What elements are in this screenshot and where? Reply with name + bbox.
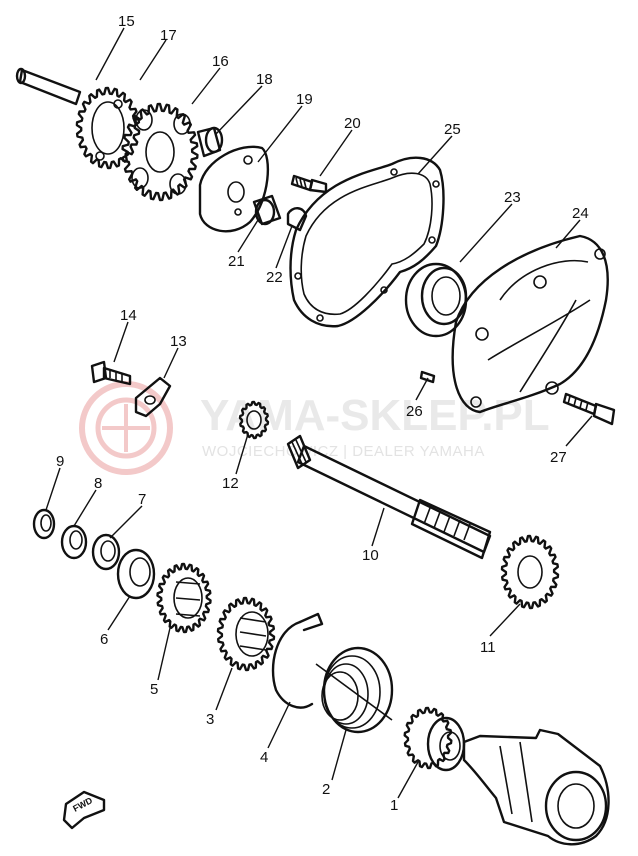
callout-14: 14 xyxy=(120,307,137,324)
watermark: YAMA-SKLEP.PL WOJCIECHOWICZ | DEALER YAM… xyxy=(79,381,550,475)
part-12-gear xyxy=(238,400,270,440)
part-1-gear-outline xyxy=(403,706,453,770)
part-27-bolt xyxy=(562,392,616,426)
callout-numbers: 15 17 16 18 19 20 25 23 24 21 22 14 13 2… xyxy=(56,13,589,814)
callout-12: 12 xyxy=(222,475,239,492)
callout-10: 10 xyxy=(362,547,379,564)
callout-6: 6 xyxy=(100,631,108,648)
callout-9: 9 xyxy=(56,453,64,470)
callout-15: 15 xyxy=(118,13,135,30)
part-3-gear xyxy=(216,596,276,672)
part-10-shaft xyxy=(286,434,492,560)
part-20-bolt xyxy=(290,174,328,194)
part-14-bolt xyxy=(90,360,132,386)
part-23-oil-seal xyxy=(404,262,468,338)
part-11-gear xyxy=(500,534,560,610)
part-12-gear-outline xyxy=(238,400,270,440)
part-11-gear-outline xyxy=(500,534,560,610)
part-8-washer xyxy=(60,524,88,560)
callout-16: 16 xyxy=(212,53,229,70)
callout-5: 5 xyxy=(150,681,158,698)
callout-2: 2 xyxy=(322,781,330,798)
callout-26: 26 xyxy=(406,403,423,420)
callout-22: 22 xyxy=(266,269,283,286)
callout-17: 17 xyxy=(160,27,177,44)
callout-23: 23 xyxy=(504,189,521,206)
callout-4: 4 xyxy=(260,749,268,766)
part-24-housing xyxy=(451,234,609,414)
part-17-gear-hub xyxy=(91,99,125,161)
part-7-circlip xyxy=(91,533,121,571)
callout-18: 18 xyxy=(256,71,273,88)
part-2-spring xyxy=(315,646,394,734)
part-5-gear-hub xyxy=(173,577,203,619)
part-1-gear xyxy=(403,706,453,770)
part-22-clip xyxy=(286,207,308,232)
callout-19: 19 xyxy=(296,91,313,108)
callout-24: 24 xyxy=(572,205,589,222)
fwd-direction-marker: FWD xyxy=(62,790,106,830)
part-9-circlip xyxy=(32,508,56,540)
leader-lines xyxy=(45,27,593,799)
watermark-title: YAMA-SKLEP.PL xyxy=(200,391,550,440)
callout-13: 13 xyxy=(170,333,187,350)
part-11-gear-hub xyxy=(517,555,543,589)
part-15-shaft xyxy=(15,67,82,106)
callout-25: 25 xyxy=(444,121,461,138)
callout-21: 21 xyxy=(228,253,245,270)
part-19-plate xyxy=(198,145,270,233)
callout-7: 7 xyxy=(138,491,146,508)
watermark-subtitle: WOJCIECHOWICZ | DEALER YAMAHA xyxy=(202,443,485,460)
part-5-gear xyxy=(156,562,212,634)
callout-11: 11 xyxy=(480,639,496,656)
callout-1: 1 xyxy=(390,797,398,814)
part-12-gear-hub xyxy=(246,410,262,430)
callout-27: 27 xyxy=(550,449,567,466)
part-25-gasket xyxy=(289,156,445,328)
callout-8: 8 xyxy=(94,475,102,492)
part-6-washer xyxy=(116,548,156,600)
starter-body xyxy=(462,728,610,846)
part-21-bushing xyxy=(252,194,282,226)
part-13-lock-plate xyxy=(134,376,172,418)
part-5-gear-outline xyxy=(156,562,212,634)
callout-3: 3 xyxy=(206,711,214,728)
part-18-collar xyxy=(196,126,224,158)
part-4-spring-clip xyxy=(271,612,324,709)
callout-20: 20 xyxy=(344,115,361,132)
part-3-gear-outline xyxy=(216,596,276,672)
part-26-dowel-pin xyxy=(419,370,436,384)
part-3-gear-hub xyxy=(235,611,269,657)
part-16-gear-hub xyxy=(131,109,191,195)
